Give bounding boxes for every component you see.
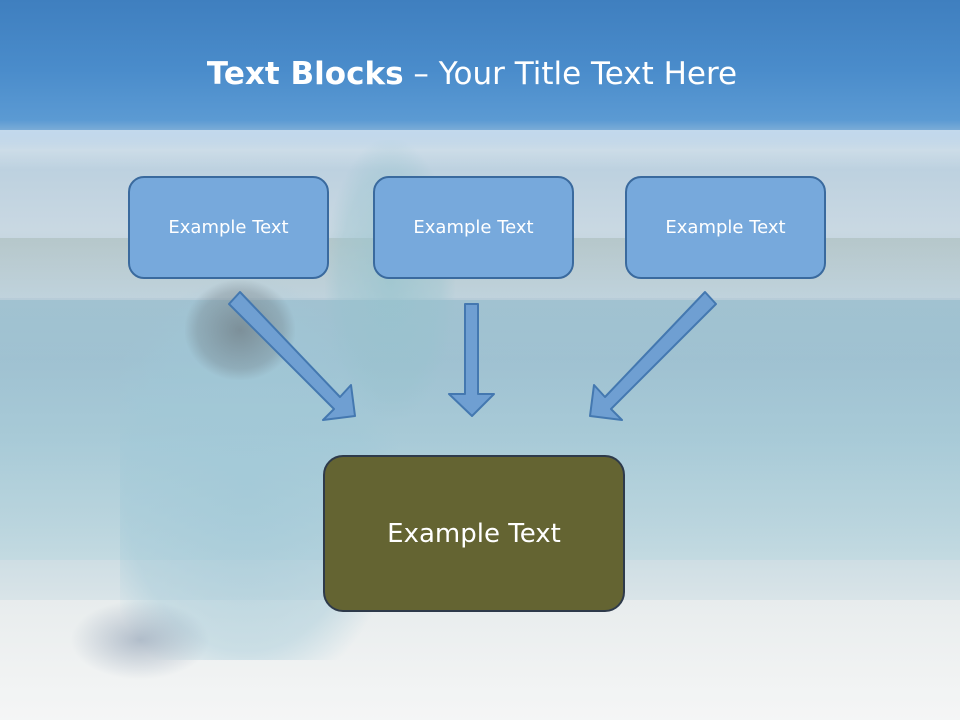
background-horizon <box>0 130 960 170</box>
arrow-down-left-icon <box>589 291 717 421</box>
text-block-1[interactable]: Example Text <box>128 176 329 279</box>
slide-title: Text Blocks – Your Title Text Here <box>0 56 944 92</box>
result-block[interactable]: Example Text <box>323 455 625 612</box>
slide-title-bold: Text Blocks <box>206 56 404 92</box>
slide-title-dash: – <box>413 56 429 92</box>
text-block-2-label: Example Text <box>413 217 534 238</box>
text-block-1-label: Example Text <box>168 217 289 238</box>
arrow-down-icon <box>448 303 495 417</box>
background-legs <box>70 600 210 680</box>
text-block-3[interactable]: Example Text <box>625 176 826 279</box>
text-block-3-label: Example Text <box>665 217 786 238</box>
text-block-2[interactable]: Example Text <box>373 176 574 279</box>
result-block-label: Example Text <box>387 518 561 549</box>
arrow-down-right-icon <box>228 291 356 421</box>
slide-title-rest: Your Title Text Here <box>438 56 738 92</box>
